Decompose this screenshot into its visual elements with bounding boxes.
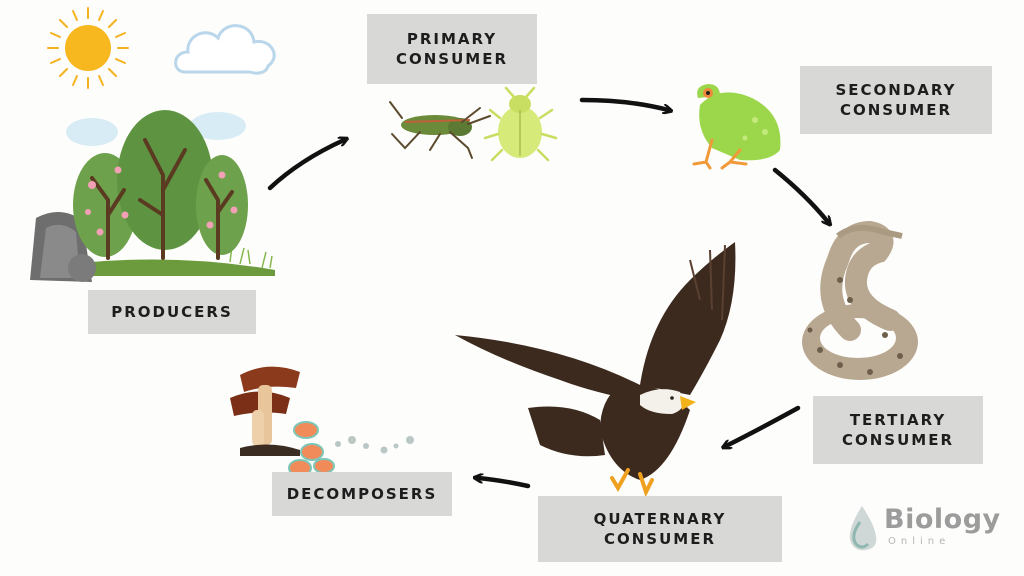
snake-icon (802, 220, 918, 380)
beetle-icon (483, 86, 558, 162)
cloud-icon (174, 24, 276, 75)
arrows (267, 97, 828, 489)
arrow-secondary-to-tertiary (772, 167, 828, 222)
label-decomposers-text: DECOMPOSERS (286, 485, 438, 503)
label-producers: PRODUCERS (88, 290, 256, 334)
logo-title: Biology (884, 504, 1001, 535)
grasshopper-icon (389, 101, 491, 159)
label-quaternary-line2: CONSUMER (603, 530, 717, 548)
eagle-icon (455, 242, 736, 498)
frog-icon (692, 84, 781, 170)
label-primary-line2: CONSUMER (395, 50, 509, 68)
label-primary-consumer: PRIMARY CONSUMER (367, 14, 537, 84)
drop-logo-icon (849, 506, 877, 551)
arrow-producers-to-primary (267, 140, 344, 191)
label-primary-line1: PRIMARY (406, 30, 498, 48)
label-decomposers: DECOMPOSERS (272, 472, 452, 516)
label-tertiary-line1: TERTIARY (849, 411, 947, 429)
label-quaternary-consumer: QUATERNARY CONSUMER (538, 496, 782, 562)
mushrooms-icon (230, 366, 414, 477)
arrow-quaternary-to-decomposers (478, 478, 531, 489)
label-secondary-consumer: SECONDARY CONSUMER (800, 66, 992, 134)
label-tertiary-consumer: TERTIARY CONSUMER (813, 396, 983, 464)
sun-icon (47, 7, 129, 89)
trees-icon (30, 110, 275, 282)
arrow-tertiary-to-quaternary (726, 405, 801, 446)
label-producers-text: PRODUCERS (111, 303, 233, 321)
label-secondary-line1: SECONDARY (835, 81, 957, 99)
biology-online-logo: Biology Online (842, 500, 1012, 554)
label-tertiary-line2: CONSUMER (841, 431, 955, 449)
logo-subtitle: Online (888, 536, 951, 547)
label-secondary-line2: CONSUMER (839, 101, 953, 119)
arrow-primary-to-secondary (579, 97, 668, 110)
label-quaternary-line1: QUATERNARY (593, 510, 727, 528)
